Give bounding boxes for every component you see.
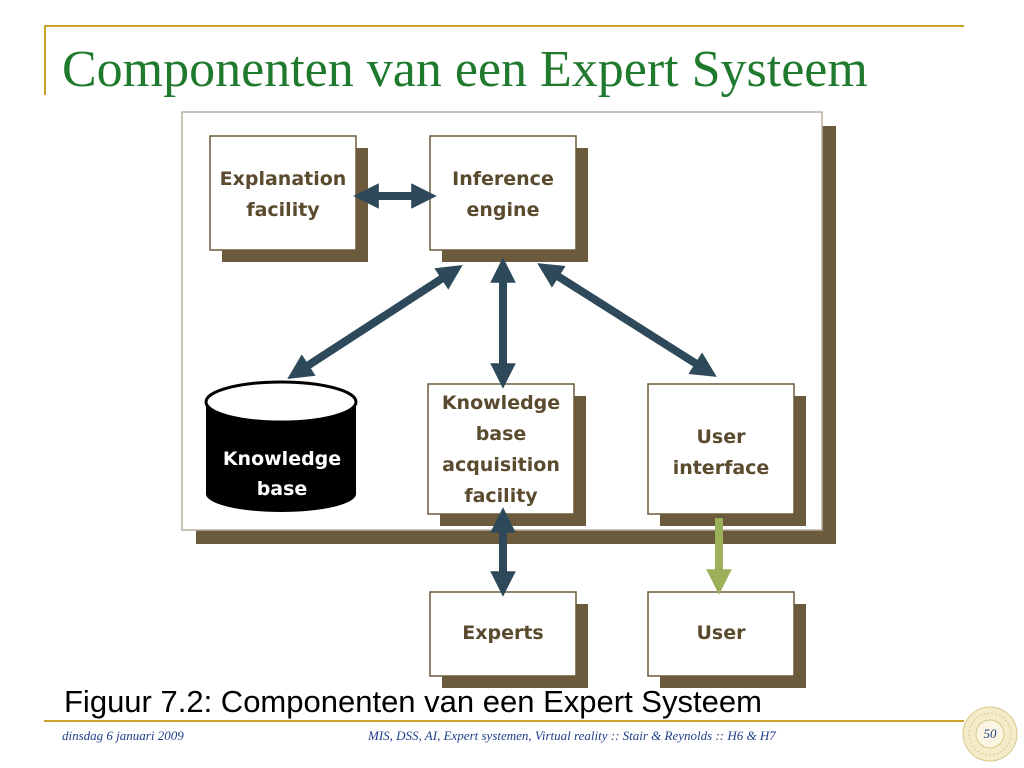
user-interface-label-1: User — [697, 426, 747, 448]
title-left-rule — [44, 25, 46, 95]
explanation-facility-box: Explanation facility — [209, 135, 368, 262]
page-number: 50 — [983, 726, 997, 741]
knowledge-base-label-1: Knowledge — [223, 448, 341, 470]
footer-text: MIS, DSS, AI, Expert systemen, Virtual r… — [368, 728, 776, 743]
experts-label: Experts — [462, 622, 543, 644]
explanation-label-1: Explanation — [220, 168, 347, 190]
acquisition-label-2: base — [476, 423, 527, 445]
page-number-badge — [962, 706, 1018, 762]
acquisition-label-1: Knowledge — [442, 392, 560, 414]
footer-date: dinsdag 6 januari 2009 — [62, 728, 184, 743]
knowledge-base-label-2: base — [257, 478, 308, 500]
inference-label-1: Inference — [452, 168, 554, 190]
inference-userinterface-arrow — [537, 263, 717, 377]
user-box: User — [647, 591, 806, 688]
figure-caption: Figuur 7.2: Componenten van een Expert S… — [64, 684, 762, 719]
footer-rule — [44, 720, 964, 722]
slide-title: Componenten van een Expert Systeem — [62, 41, 868, 98]
experts-box: Experts — [429, 591, 588, 688]
inference-engine-box: Inference engine — [429, 135, 588, 262]
knowledge-base-cylinder: Knowledge base — [204, 380, 358, 512]
acquisition-label-3: acquisition — [442, 454, 560, 476]
acquisition-facility-box: Knowledge base acquisition facility — [427, 383, 586, 526]
inference-label-2: engine — [467, 199, 540, 221]
title-top-rule — [44, 25, 964, 27]
explanation-label-2: facility — [246, 199, 320, 221]
user-label: User — [697, 622, 747, 644]
user-interface-label-2: interface — [673, 457, 770, 479]
user-interface-box: User interface — [647, 383, 806, 526]
inference-knowledgebase-arrow — [287, 265, 463, 379]
acquisition-label-4: facility — [464, 485, 538, 507]
